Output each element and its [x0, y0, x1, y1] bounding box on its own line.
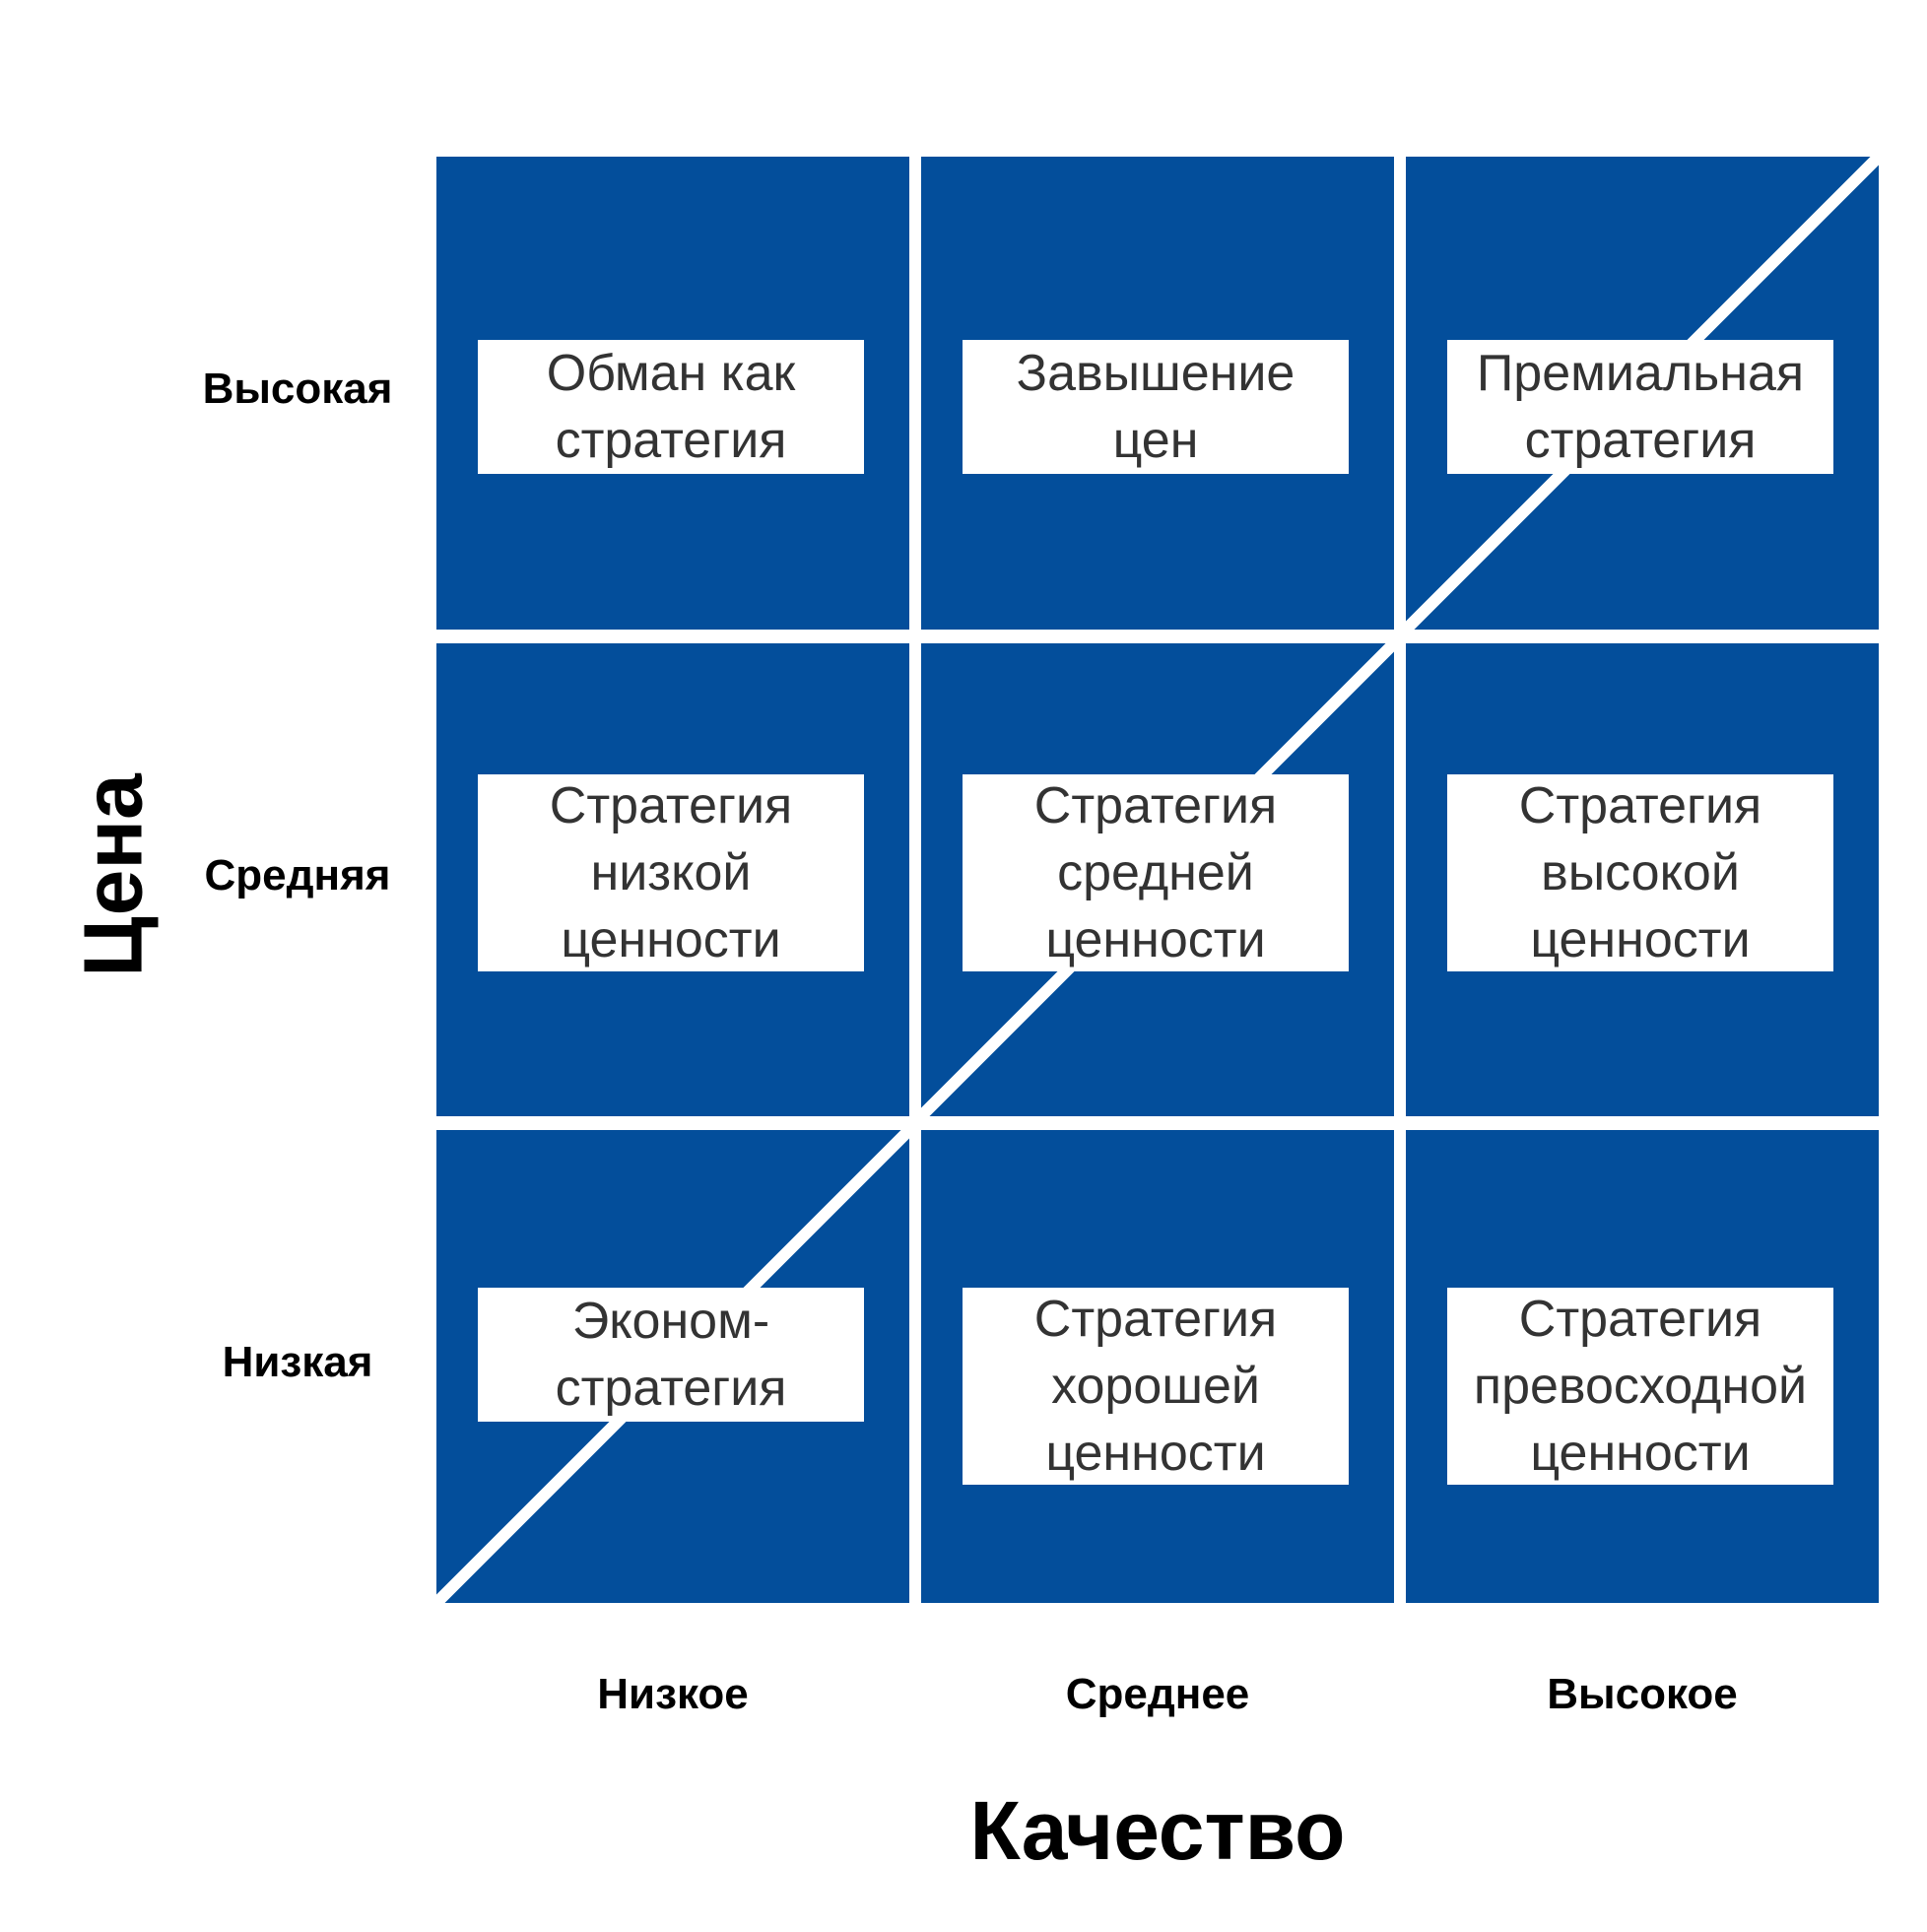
- row-label-low: Низкая: [222, 1338, 373, 1386]
- y-axis-title: Цена: [66, 773, 160, 977]
- strategy-label: Стратегия хорошей ценности: [963, 1288, 1349, 1485]
- cell-low-medium: Стратегия хорошей ценности: [921, 1130, 1394, 1603]
- strategy-label: Стратегия низкой ценности: [478, 774, 864, 971]
- cell-medium-low: Стратегия низкой ценности: [436, 643, 909, 1116]
- cell-low-low: Эконом- стратегия: [436, 1130, 909, 1603]
- cell-high-low: Обман как стратегия: [436, 157, 909, 630]
- col-label-low: Низкое: [597, 1670, 749, 1718]
- cell-medium-high: Стратегия высокой ценности: [1406, 643, 1879, 1116]
- strategy-label: Премиальная стратегия: [1447, 340, 1833, 474]
- cell-low-high: Стратегия превосходной ценности: [1406, 1130, 1879, 1603]
- col-label-medium: Среднее: [1065, 1670, 1250, 1718]
- row-label-high: Высокая: [202, 365, 393, 413]
- col-label-high: Высокое: [1547, 1670, 1738, 1718]
- cell-medium-medium: Стратегия средней ценности: [921, 643, 1394, 1116]
- row-label-medium: Средняя: [204, 851, 391, 899]
- cell-high-medium: Завышение цен: [921, 157, 1394, 630]
- strategy-label: Стратегия превосходной ценности: [1447, 1288, 1833, 1485]
- strategy-label: Стратегия высокой ценности: [1447, 774, 1833, 971]
- strategy-label: Завышение цен: [963, 340, 1349, 474]
- strategy-label: Эконом- стратегия: [478, 1288, 864, 1422]
- strategy-label: Стратегия средней ценности: [963, 774, 1349, 971]
- cell-high-high: Премиальная стратегия: [1406, 157, 1879, 630]
- strategy-label: Обман как стратегия: [478, 340, 864, 474]
- x-axis-title: Качество: [969, 1784, 1346, 1877]
